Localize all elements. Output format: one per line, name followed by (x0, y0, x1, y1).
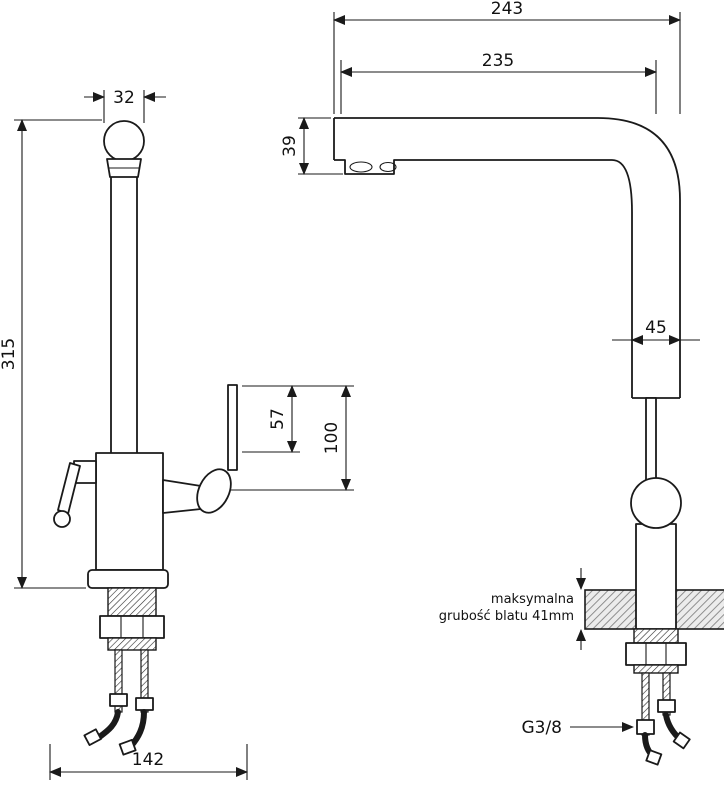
front-stud-nut-right (135, 697, 154, 711)
side-threaded-shank (633, 628, 679, 644)
front-hose-left (95, 709, 121, 741)
dim-32-label: 32 (113, 88, 135, 108)
side-mounting-hardware (625, 628, 691, 766)
thread-size-label: G3/8 (521, 718, 562, 738)
front-filter-handle-lever (57, 462, 81, 515)
side-lever-joint (630, 477, 682, 529)
side-faucet-body (333, 117, 682, 630)
side-shank-lower (633, 664, 679, 674)
front-filter-handle-ball (53, 510, 71, 528)
front-dimensions: 32 315 57 100 142 (0, 88, 354, 780)
front-mounting-nut (99, 615, 165, 639)
side-mounting-nut (625, 642, 687, 666)
side-spout-outer (334, 117, 681, 398)
side-lever-rod (645, 397, 657, 487)
countertop-note-line1: maksymalna (491, 592, 574, 607)
front-lever-rod (227, 384, 238, 471)
front-head-knob (103, 120, 145, 162)
front-stud-nut-left (109, 693, 128, 707)
side-body (635, 523, 677, 630)
side-stud-nut-left (636, 719, 655, 735)
dim-39-label: 39 (280, 135, 300, 157)
front-hose-fitting-left (83, 728, 102, 747)
side-hose-fitting-right (672, 731, 691, 750)
front-faucet-body (53, 120, 238, 589)
front-hose-fitting-right (118, 739, 137, 756)
side-aerator-detail-1 (349, 161, 373, 173)
front-view: 32 315 57 100 142 (0, 88, 354, 780)
side-dimensions: 243 235 39 45 maksymalna grubość blatu 4… (280, 0, 700, 738)
side-aerator-detail-2 (379, 161, 397, 173)
front-shank-lower (107, 637, 157, 651)
front-body (95, 452, 164, 571)
side-spout-inner (334, 159, 633, 398)
side-hose-fitting-left (645, 749, 663, 766)
front-lever-joint (196, 468, 232, 514)
front-threaded-shank (107, 587, 157, 617)
dim-235-label: 235 (482, 51, 514, 71)
countertop-note-line2: grubość blatu 41mm (439, 609, 574, 624)
dim-142-label: 142 (132, 750, 164, 770)
front-base-flange (87, 569, 169, 589)
side-view: 243 235 39 45 maksymalna grubość blatu 4… (280, 0, 724, 766)
front-mounting-hardware (83, 587, 165, 756)
side-stud-nut-right (657, 699, 676, 713)
dim-57-label: 57 (268, 408, 288, 430)
dim-100-label: 100 (322, 422, 342, 454)
front-lever-hub (162, 479, 202, 514)
dim-243-label: 243 (491, 0, 523, 19)
dim-315-label: 315 (0, 338, 19, 370)
dim-45-label: 45 (645, 318, 667, 338)
